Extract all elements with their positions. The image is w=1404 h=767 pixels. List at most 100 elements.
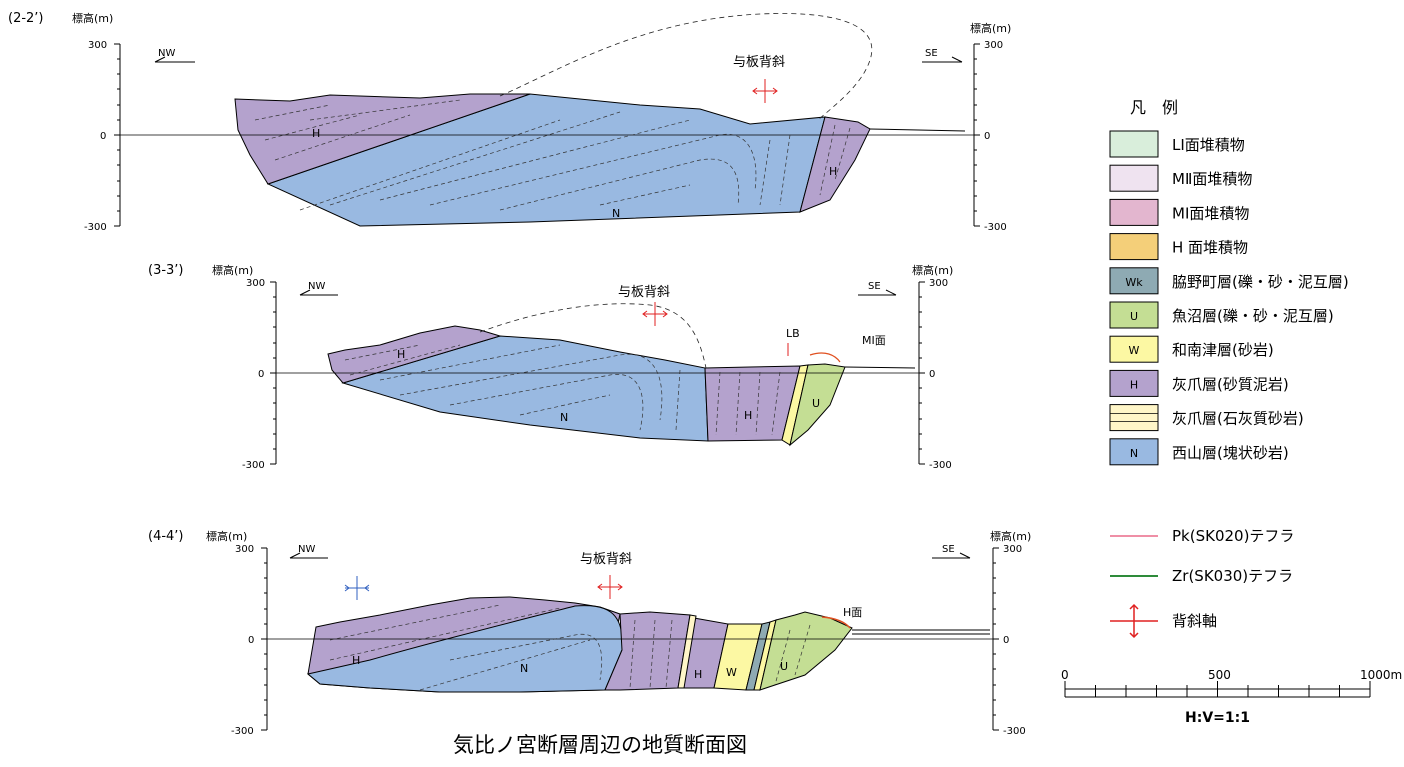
tick-m300-left: -300 <box>231 726 254 737</box>
tick-0-right: 0 <box>984 131 990 142</box>
legend-label: H 面堆積物 <box>1172 239 1248 257</box>
tick-m300-right: -300 <box>1003 726 1026 737</box>
h-surface-deposit <box>821 616 851 629</box>
scale-ratio: H:V=1:1 <box>1185 710 1250 726</box>
eroded-fold-outline <box>499 13 873 121</box>
se-arrow <box>922 56 963 63</box>
elevation-label-right: 標高(m) <box>970 21 1011 35</box>
legend-swatch <box>1109 404 1159 432</box>
legend-label: 魚沼層(礫・砂・泥互層) <box>1172 307 1334 325</box>
legend-swatch <box>1109 164 1159 192</box>
label-h-west: H <box>352 654 360 667</box>
label-h-west: H <box>397 348 405 361</box>
label-h-east: H <box>744 409 752 422</box>
surface-line-east <box>852 629 990 635</box>
nw-arrow <box>154 56 195 63</box>
anticline-axis-icon <box>597 574 623 600</box>
anticline-label: 与板背斜 <box>733 55 785 70</box>
scale-label-1000: 1000m <box>1360 668 1402 682</box>
elevation-label-left: 標高(m) <box>72 11 113 25</box>
tick-m300-right: -300 <box>984 222 1007 233</box>
label-h-west: H <box>312 127 320 140</box>
syncline-axis-icon <box>344 576 370 600</box>
tick-300-left: 300 <box>246 278 265 289</box>
tick-m300-right: -300 <box>929 460 952 471</box>
label-h-mid: H <box>694 668 702 681</box>
label-n: N <box>520 662 528 675</box>
anticline-axis-icon <box>1110 603 1158 639</box>
scale-bar: 0 500 1000m H:V=1:1 <box>1061 668 1402 726</box>
legend-label: MⅠ面堆積物 <box>1172 204 1249 222</box>
anticline-label: 与板背斜 <box>618 285 670 300</box>
legend-swatch <box>1109 130 1159 158</box>
legend-label: 灰爪層(砂質泥岩) <box>1172 375 1289 393</box>
unit-h-haizume-central <box>604 611 691 691</box>
figure-title: 気比ノ宮断層周辺の地質断面図 <box>453 733 747 757</box>
lb-label: LB <box>786 327 800 340</box>
bedding-traces <box>329 604 811 691</box>
legend-label: 脇野町層(礫・砂・泥互層) <box>1172 273 1349 291</box>
anticline-label: 与板背斜 <box>580 552 632 567</box>
section-3-3: (3-3’) 標高(m) 標高(m) 300 0 -300 300 0 -300… <box>148 263 953 471</box>
tick-0-right: 0 <box>1003 635 1009 646</box>
unit-h-haizume-west <box>327 325 502 384</box>
legend-code: H <box>1130 378 1138 391</box>
unit-h-haizume-east <box>799 116 871 213</box>
legend-code: Wk <box>1125 276 1143 289</box>
se-arrow <box>858 289 897 296</box>
direction-nw: NW <box>308 281 325 292</box>
unit-h-haizume-west <box>234 93 531 185</box>
legend-code: U <box>1130 310 1138 323</box>
eroded-fold-outline <box>479 303 707 369</box>
legend-swatch <box>1109 267 1159 295</box>
anticline-axis-icon <box>642 301 668 327</box>
legend-label: 西山層(塊状砂岩) <box>1172 444 1289 462</box>
section-4-4: (4-4’) 標高(m) 標高(m) 300 0 -300 300 0 -300… <box>148 529 1031 737</box>
h-surface-label: H面 <box>843 606 862 619</box>
legend-label: 灰爪層(石灰質砂岩) <box>1172 410 1304 428</box>
anticline-axis-icon <box>752 78 778 104</box>
tick-0-left: 0 <box>100 131 106 142</box>
legend-label: 和南津層(砂岩) <box>1172 341 1274 359</box>
scale-label-500: 500 <box>1208 668 1231 682</box>
legend-swatch <box>1109 301 1159 329</box>
tick-0-left: 0 <box>248 635 254 646</box>
section-id: (3-3’) <box>148 263 184 278</box>
surface-line-east <box>844 366 916 369</box>
direction-se: SE <box>868 281 881 292</box>
label-u: U <box>780 660 788 673</box>
label-n: N <box>560 411 568 424</box>
se-arrow <box>932 552 971 559</box>
tick-0-right: 0 <box>929 369 935 380</box>
tick-300-left: 300 <box>88 40 107 51</box>
scale-label-0: 0 <box>1061 668 1069 682</box>
legend-label: LⅠ面堆積物 <box>1172 136 1245 154</box>
label-u: U <box>812 397 820 410</box>
legend-title: 凡 例 <box>1130 98 1178 117</box>
elevation-label-left: 標高(m) <box>206 529 247 543</box>
elevation-label-right: 標高(m) <box>990 529 1031 543</box>
label-h-east: H <box>829 165 837 178</box>
section-id: (2-2’) <box>8 11 44 26</box>
bedding-traces <box>254 99 851 211</box>
legend-line-label: Pk(SK020)テフラ <box>1172 527 1294 545</box>
unit-limestone-band <box>677 614 697 689</box>
tick-300-right: 300 <box>1003 544 1022 555</box>
section-id: (4-4’) <box>148 529 184 544</box>
direction-se: SE <box>942 544 955 555</box>
label-n: N <box>612 207 620 220</box>
legend-swatch <box>1109 369 1159 397</box>
section-2-2: (2-2’) 標高(m) 標高(m) 300 0 -300 300 0 -300… <box>8 11 1011 233</box>
legend-swatch <box>1109 198 1159 226</box>
bedding-traces <box>344 344 781 436</box>
legend-swatch <box>1109 438 1159 466</box>
tick-m300-left: -300 <box>242 460 265 471</box>
elevation-label-left: 標高(m) <box>212 263 253 277</box>
mi-label: MⅠ面 <box>862 334 886 347</box>
tick-300-right: 300 <box>984 40 1003 51</box>
tick-m300-left: -300 <box>84 222 107 233</box>
tick-300-left: 300 <box>235 544 254 555</box>
mi-arrow <box>809 352 841 363</box>
